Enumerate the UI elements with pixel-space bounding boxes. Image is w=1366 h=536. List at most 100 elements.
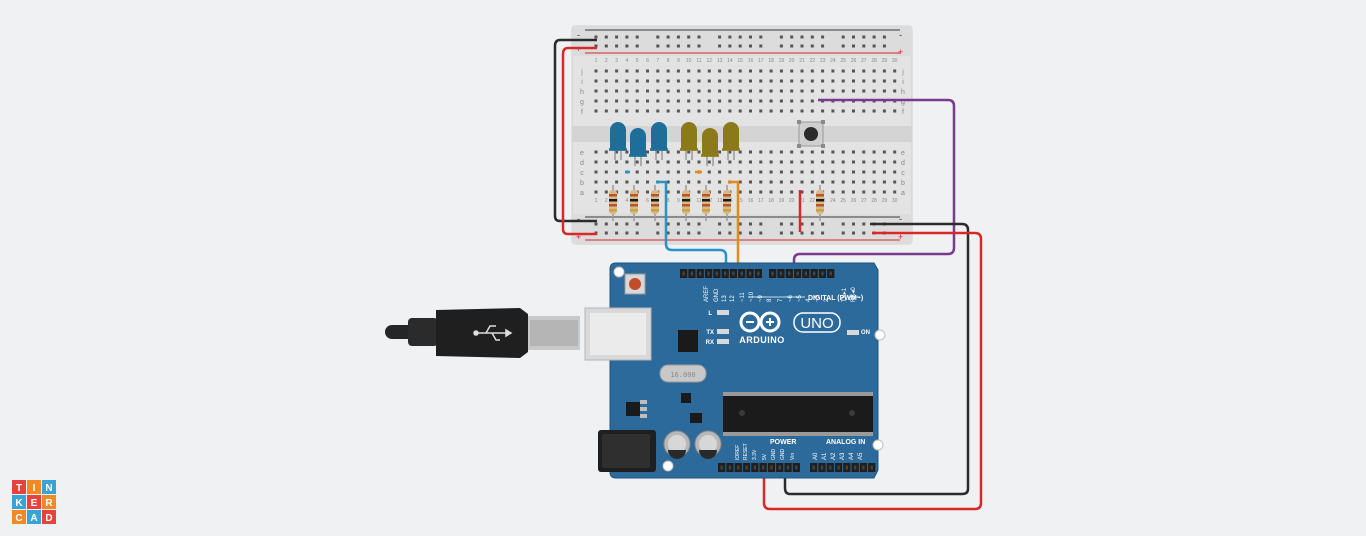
digital-pin-label: 7 (778, 298, 784, 302)
led-blue-1[interactable] (609, 122, 627, 160)
column-number: 27 (861, 58, 867, 64)
led-yellow-3[interactable] (722, 122, 740, 160)
model-label: UNO (800, 315, 833, 332)
column-number: 20 (789, 198, 795, 204)
usb-cable[interactable] (385, 308, 580, 358)
column-number: 25 (840, 58, 846, 64)
row-letter: f (581, 109, 583, 116)
resistor[interactable] (816, 185, 824, 221)
power-pin-label: IOREF (735, 445, 741, 460)
column-number: 26 (851, 58, 857, 64)
column-number: 3 (615, 58, 618, 64)
resistors[interactable] (609, 185, 824, 221)
resistor[interactable] (630, 185, 638, 221)
column-number: 13 (717, 58, 723, 64)
resistor[interactable] (702, 185, 710, 221)
row-letter: j (901, 69, 904, 76)
rail-minus-label: - (577, 30, 580, 40)
atmega-chip (723, 392, 873, 436)
digital-pin-label: ~6 (788, 294, 794, 302)
led-blue-2[interactable] (629, 128, 647, 166)
analog-pin-label: A5 (858, 452, 864, 460)
logo-letter: A (30, 513, 37, 524)
column-number: 18 (768, 198, 774, 204)
column-number: 29 (882, 198, 888, 204)
digital-pin-label: ~3 (815, 294, 821, 302)
power-header[interactable] (718, 463, 800, 472)
power-pin-label: RESET (743, 443, 749, 460)
uno-badge (793, 312, 841, 333)
row-letter: e (901, 150, 905, 157)
column-number: 27 (861, 198, 867, 204)
column-number: 4 (626, 198, 629, 204)
column-number: 24 (830, 198, 836, 204)
digital-pin-label: ~10 (749, 291, 755, 302)
rail-plus-label-bottom: + (576, 232, 581, 242)
column-number: 11 (696, 198, 701, 204)
leds[interactable] (609, 122, 740, 166)
column-number: 11 (696, 58, 701, 64)
analog-header[interactable] (810, 463, 876, 472)
led-blue-3[interactable] (650, 122, 668, 160)
column-number: 16 (748, 58, 754, 64)
reset-button[interactable] (629, 278, 641, 290)
row-letter: h (580, 89, 584, 96)
column-number: 17 (758, 198, 764, 204)
voltage-regulator (626, 402, 640, 416)
column-number: 16 (748, 198, 754, 204)
digital-header[interactable] (680, 269, 835, 278)
column-number: 15 (737, 198, 743, 204)
wires[interactable] (553, 38, 983, 511)
resistor[interactable] (609, 185, 617, 221)
column-number: 6 (646, 198, 649, 204)
analog-header-label: ANALOG IN (826, 439, 865, 446)
usb-symbol-icon (473, 325, 513, 341)
led-yellow-1[interactable] (680, 122, 698, 160)
column-number: 18 (768, 58, 774, 64)
led-yellow-2[interactable] (701, 128, 719, 166)
power-pin-label: 5V (762, 453, 768, 460)
arduino-logo-icon (739, 311, 781, 333)
resistor[interactable] (682, 185, 690, 221)
onboard-leds (717, 310, 859, 344)
column-number: 24 (830, 58, 836, 64)
row-letter: d (580, 160, 584, 167)
logo-letter: T (16, 483, 22, 494)
row-letter: d (901, 160, 905, 167)
brand-label: ARDUINO (739, 335, 785, 345)
power-pin-label: Vin (790, 453, 796, 460)
digital-pin-label: ~11 (740, 292, 746, 302)
column-number: 2 (605, 198, 608, 204)
column-number: 28 (871, 58, 877, 64)
breadboard-column-numbers: 1122334455667788991010111112121313141415… (595, 58, 898, 204)
column-number: 15 (737, 58, 743, 64)
digital-pin-label: RX◂0 (851, 287, 857, 302)
column-number: 25 (840, 198, 846, 204)
rail-plus-label-bottom-right: + (898, 232, 903, 242)
analog-pin-label: A4 (849, 452, 855, 460)
wire-black-left (553, 38, 597, 223)
digital-pin-label: 13 (722, 295, 728, 302)
resistor[interactable] (651, 185, 659, 221)
column-number: 2 (605, 58, 608, 64)
power-pin-label: GND (771, 449, 777, 461)
arduino-uno-board[interactable]: 16.000 L TX RX ON (584, 262, 886, 479)
rail-minus-label-bottom: - (577, 214, 580, 224)
resistor[interactable] (723, 185, 731, 221)
digital-pin-label: ~9 (758, 294, 764, 302)
power-header-label: POWER (770, 439, 796, 446)
row-letter: b (901, 180, 905, 187)
column-number: 30 (892, 58, 898, 64)
column-number: 1 (595, 198, 598, 204)
row-letter: e (580, 150, 584, 157)
analog-pin-label: A0 (813, 452, 819, 460)
column-number: 17 (758, 58, 764, 64)
pushbutton[interactable] (797, 120, 825, 148)
column-number: 26 (851, 198, 857, 204)
power-pin-label: GND (780, 449, 786, 461)
analog-pin-label: A3 (840, 452, 846, 460)
